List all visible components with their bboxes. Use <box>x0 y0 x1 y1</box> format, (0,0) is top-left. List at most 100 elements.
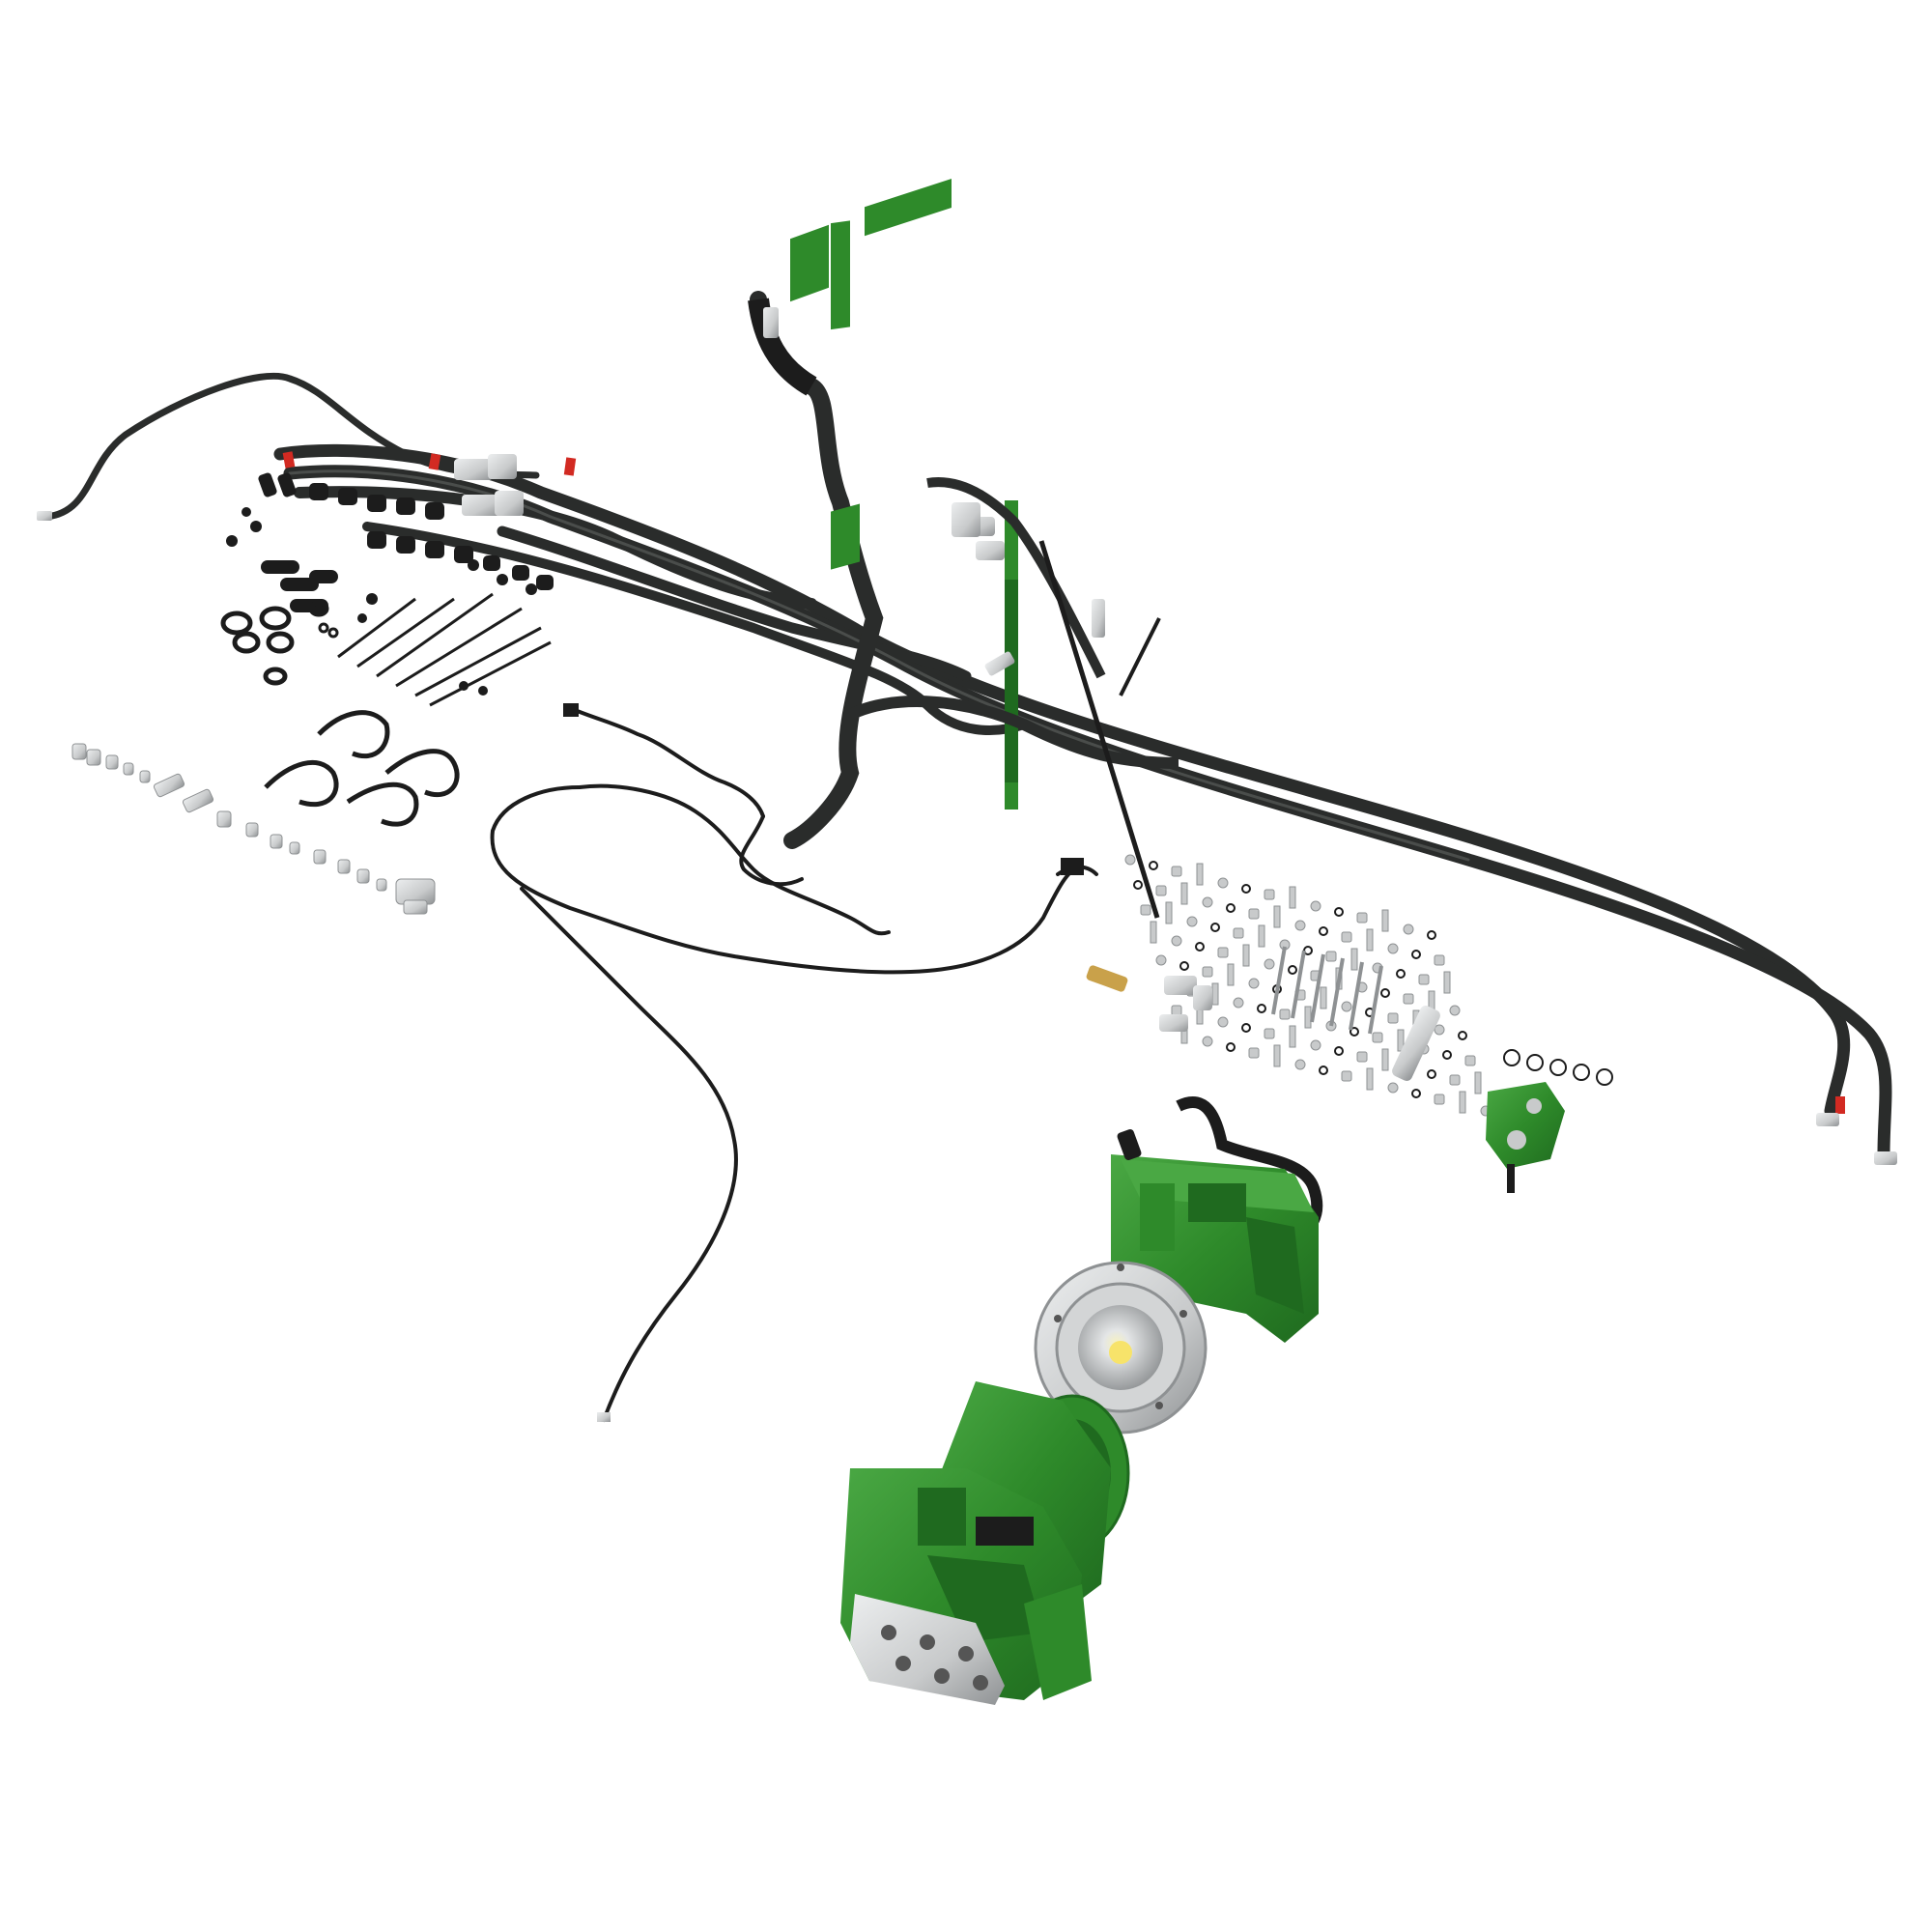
bolt <box>1366 1067 1374 1091</box>
o-ring <box>1195 942 1205 952</box>
washer <box>1233 997 1244 1009</box>
o-ring <box>1226 903 1236 913</box>
washer <box>1294 1059 1306 1070</box>
washer <box>1387 943 1399 954</box>
bracket-hose-upper <box>750 291 884 849</box>
brass-coupler <box>1086 965 1128 992</box>
hose-main-1 <box>273 443 1851 1118</box>
o-ring <box>1458 1031 1467 1040</box>
bolt <box>1397 1029 1405 1052</box>
hydraulic-motor <box>1034 1096 1323 1435</box>
nut <box>1233 927 1244 939</box>
o-ring <box>1319 926 1328 936</box>
o-ring <box>1334 1046 1344 1056</box>
nut <box>1449 1074 1461 1086</box>
bolts-and-washers <box>1124 854 1613 1117</box>
check-valve <box>1392 1006 1440 1081</box>
bracket-plate <box>865 178 952 237</box>
o-ring <box>1241 884 1251 894</box>
o-ring <box>1596 1068 1613 1086</box>
hose-main-5 <box>362 522 1029 735</box>
nut <box>1356 912 1368 923</box>
o-ring <box>1573 1064 1590 1081</box>
bolt <box>1258 924 1265 948</box>
nut <box>1202 966 1213 978</box>
nut <box>1387 1012 1399 1024</box>
nut <box>1434 954 1445 966</box>
red-band <box>428 453 441 470</box>
washer <box>1186 916 1198 927</box>
washer <box>1248 978 1260 989</box>
long-stud <box>1310 953 1325 1023</box>
o-ring <box>1241 1023 1251 1033</box>
nut <box>1418 974 1430 985</box>
bracket-hose-cross <box>926 477 1106 679</box>
bracket-hose-cross <box>847 696 1179 769</box>
valve-block <box>1486 1082 1565 1193</box>
bolt <box>1273 905 1281 928</box>
bracket-plate <box>1005 580 1018 782</box>
washer <box>1217 1016 1229 1028</box>
long-stud <box>1291 950 1306 1019</box>
bracket-plate <box>831 503 860 570</box>
o-ring <box>1427 1069 1436 1079</box>
long-stud <box>1349 961 1364 1031</box>
bolt <box>1320 986 1327 1009</box>
washer <box>1202 1036 1213 1047</box>
bolt <box>1350 948 1358 971</box>
nut <box>1217 947 1229 958</box>
o-ring <box>1319 1065 1328 1075</box>
bolt <box>1304 1006 1312 1029</box>
o-ring <box>1257 1004 1266 1013</box>
washer <box>1310 900 1321 912</box>
red-band <box>563 457 577 476</box>
bolt <box>1459 1091 1466 1114</box>
o-ring <box>1149 861 1158 870</box>
bolt <box>1381 1048 1389 1071</box>
top-fitting <box>763 307 779 338</box>
nut <box>1248 1047 1260 1059</box>
wire-connector <box>1061 858 1084 875</box>
nut <box>1171 866 1182 877</box>
washer <box>1171 935 1182 947</box>
misc-fittings <box>1086 965 1440 1081</box>
nut <box>1140 904 1151 916</box>
bolt <box>1165 901 1173 924</box>
washer <box>1294 920 1306 931</box>
washer <box>1387 1082 1399 1094</box>
bolt <box>1474 1071 1482 1094</box>
end-fitting <box>1816 1113 1839 1126</box>
long-stud <box>1329 957 1345 1027</box>
bolt <box>1366 928 1374 952</box>
support-rod <box>1038 540 1160 919</box>
wire-connector <box>563 703 579 717</box>
bolt <box>1443 971 1451 994</box>
nut <box>1341 931 1352 943</box>
o-ring <box>1526 1054 1544 1071</box>
bolt <box>1150 921 1157 944</box>
o-ring <box>1350 1027 1359 1037</box>
cable-ties <box>318 592 552 707</box>
red-band <box>282 451 296 469</box>
electrical-harness <box>490 703 1098 1422</box>
o-ring <box>1411 1089 1421 1098</box>
washer <box>1341 1001 1352 1012</box>
bolt <box>1242 944 1250 967</box>
o-ring <box>1442 1050 1452 1060</box>
red-band <box>1835 1096 1845 1114</box>
long-stud <box>1368 965 1383 1035</box>
washer <box>1403 923 1414 935</box>
o-ring <box>1133 880 1143 890</box>
o-ring <box>1503 1049 1520 1066</box>
o-ring <box>1179 961 1189 971</box>
nut <box>1356 1051 1368 1063</box>
o-ring <box>1210 923 1220 932</box>
tee-fitting <box>1164 976 1197 995</box>
bolt <box>1273 1044 1281 1067</box>
washer <box>1310 1039 1321 1051</box>
bolt <box>1227 963 1235 986</box>
tee-fitting <box>1193 985 1212 1010</box>
support-rod <box>1119 617 1161 696</box>
